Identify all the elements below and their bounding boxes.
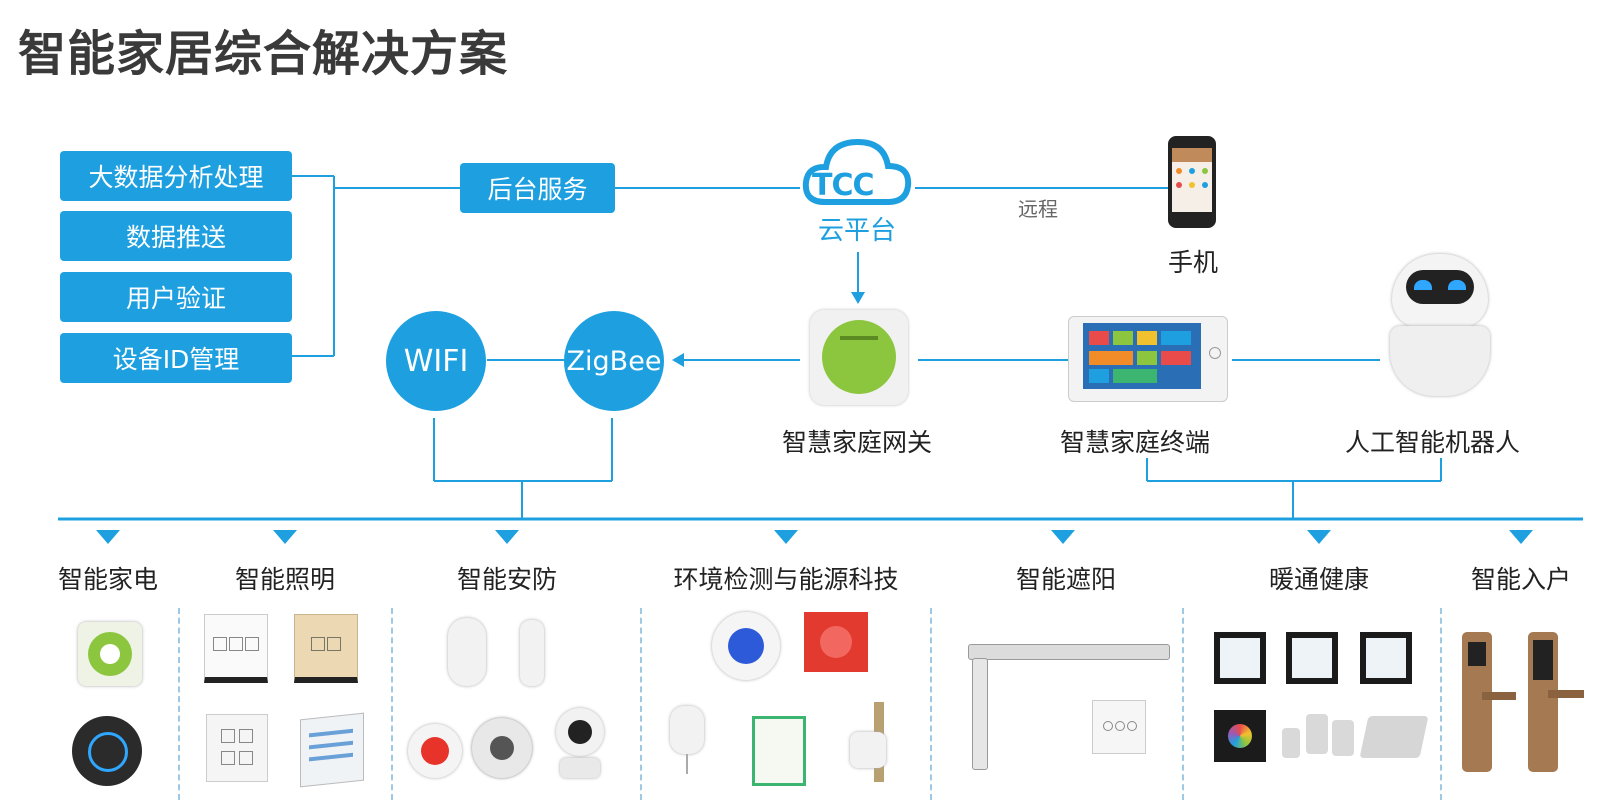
category-environment: 环境检测与能源科技: [673, 565, 899, 594]
hvac-module-image: [1359, 716, 1429, 758]
thermostat-panel-image: [1360, 632, 1412, 684]
arrow-down-icon: [1051, 530, 1075, 544]
solar-panel-image: [752, 716, 806, 786]
phone-image: [1168, 136, 1216, 228]
smoke-detector-image: [472, 718, 532, 778]
service-box-user-auth: 用户验证: [60, 272, 292, 322]
robot-label: 人工智能机器人: [1345, 428, 1521, 457]
divider: [1182, 608, 1184, 800]
water-sensor-image: [668, 706, 708, 776]
cloud-icon: [802, 138, 912, 205]
category-appliance: 智能家电: [57, 565, 159, 594]
smart-lock-keypad-image: [1528, 632, 1584, 772]
category-security: 智能安防: [456, 565, 558, 594]
phone-label: 手机: [1168, 248, 1219, 277]
gateway-image: [810, 310, 908, 405]
divider: [178, 608, 180, 800]
cloud-platform: TCC 云平台: [800, 132, 915, 252]
arrow-down-icon: [1509, 530, 1533, 544]
cloud-label: 云平台: [818, 216, 897, 246]
smart-speaker-image: [72, 716, 142, 786]
color-panel-image: [1214, 710, 1266, 762]
page-title: 智能家居综合解决方案: [18, 26, 509, 82]
category-shading: 智能遮阳: [1015, 565, 1117, 594]
category-entry: 智能入户: [1470, 565, 1572, 594]
door-sensor-image: [520, 620, 544, 686]
valve-controller-image: [850, 702, 900, 782]
curtain-switch-image: [1092, 700, 1146, 754]
smart-plug-image: [78, 622, 142, 686]
service-box-data-push: 数据推送: [60, 211, 292, 261]
arrow-down-icon: [495, 530, 519, 544]
thermostat-panel-image: [1214, 632, 1266, 684]
thermostat-panel-image: [1286, 632, 1338, 684]
category-lighting: 智能照明: [234, 565, 336, 594]
curtain-track-image: [968, 644, 1170, 770]
terminal-label: 智慧家庭终端: [1060, 428, 1211, 457]
arrow-down-icon: [96, 530, 120, 544]
arrow-down-icon: [1307, 530, 1331, 544]
zigbee-circle: ZigBee: [564, 311, 664, 411]
robot-image: [1386, 254, 1494, 404]
light-switch-image: [204, 614, 268, 683]
divider: [930, 608, 932, 800]
light-switch-gold-image: [294, 614, 358, 683]
divider: [391, 608, 393, 800]
controller-box-image: [300, 712, 364, 788]
smart-lock-image: [1462, 632, 1516, 772]
arrow-down-icon: [273, 530, 297, 544]
wifi-circle: WIFI: [386, 311, 486, 411]
sensor-cylinders-image: [1282, 710, 1358, 770]
energy-meter-image: [712, 612, 780, 680]
divider: [640, 608, 642, 800]
divider: [1440, 608, 1442, 800]
gateway-label: 智慧家庭网关: [782, 428, 933, 457]
air-detector-image: [804, 612, 868, 672]
terminal-image: [1068, 316, 1228, 402]
panic-button-image: [408, 724, 462, 778]
category-hvac: 暖通健康: [1268, 565, 1370, 594]
cloud-logo: TCC: [812, 168, 874, 203]
remote-label: 远程: [1018, 197, 1058, 221]
camera-image: [552, 708, 608, 780]
service-box-device-id: 设备ID管理: [60, 333, 292, 383]
arrow-down-icon: [774, 530, 798, 544]
backend-service-box: 后台服务: [460, 163, 615, 213]
motion-sensor-image: [448, 618, 486, 686]
scene-panel-image: [206, 714, 268, 782]
service-box-big-data: 大数据分析处理: [60, 151, 292, 201]
